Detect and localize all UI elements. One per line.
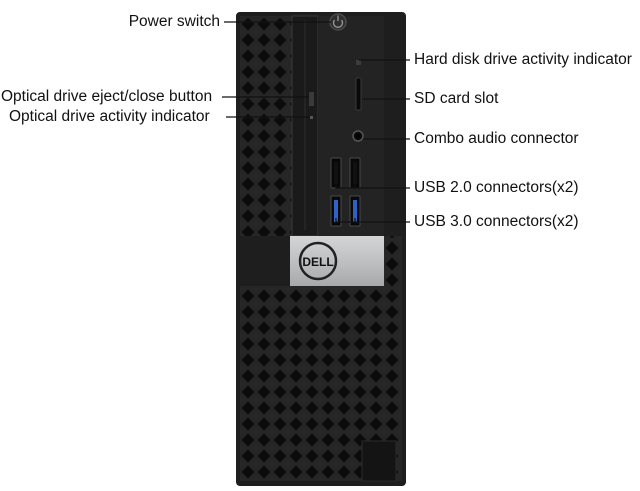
usb3-port-right-insert: [353, 200, 357, 222]
audio-connector-label: Combo audio connector: [414, 130, 579, 147]
mesh-grille-right: [384, 236, 402, 286]
hdd-activity-led: [356, 60, 361, 65]
mesh-grille-upper-left: [240, 16, 292, 236]
computer-tower: DELL: [236, 12, 406, 486]
power-switch-label: Power switch: [128, 13, 220, 30]
leader-usb3: [335, 218, 410, 223]
sd-slot-label: SD card slot: [414, 90, 499, 107]
audio-jack-center: [356, 134, 360, 138]
optical-drive-eject-button[interactable]: [309, 92, 314, 106]
hdd-indicator-label: Hard disk drive activity indicator: [414, 51, 632, 68]
dell-logo-ring: [298, 241, 338, 281]
usb2-label: USB 2.0 connectors(x2): [414, 179, 579, 196]
power-icon: [332, 19, 344, 28]
usb3-port-left-insert: [334, 200, 338, 222]
leader-lines: [222, 21, 410, 223]
optical-drive-activity-led: [310, 116, 313, 119]
eject-button-label: Optical drive eject/close button: [1, 88, 213, 105]
usb2-port-left-insert: [334, 162, 338, 184]
optical-indicator-label: Optical drive activity indicator: [9, 108, 210, 125]
usb2-port-right-insert: [353, 162, 357, 184]
usb3-label: USB 3.0 connectors(x2): [414, 213, 579, 230]
sd-card-slot[interactable]: [355, 77, 362, 111]
rear-foot-panel: [361, 440, 397, 482]
dell-logo-text: DELL: [302, 255, 333, 269]
leader-usb2: [335, 184, 410, 189]
